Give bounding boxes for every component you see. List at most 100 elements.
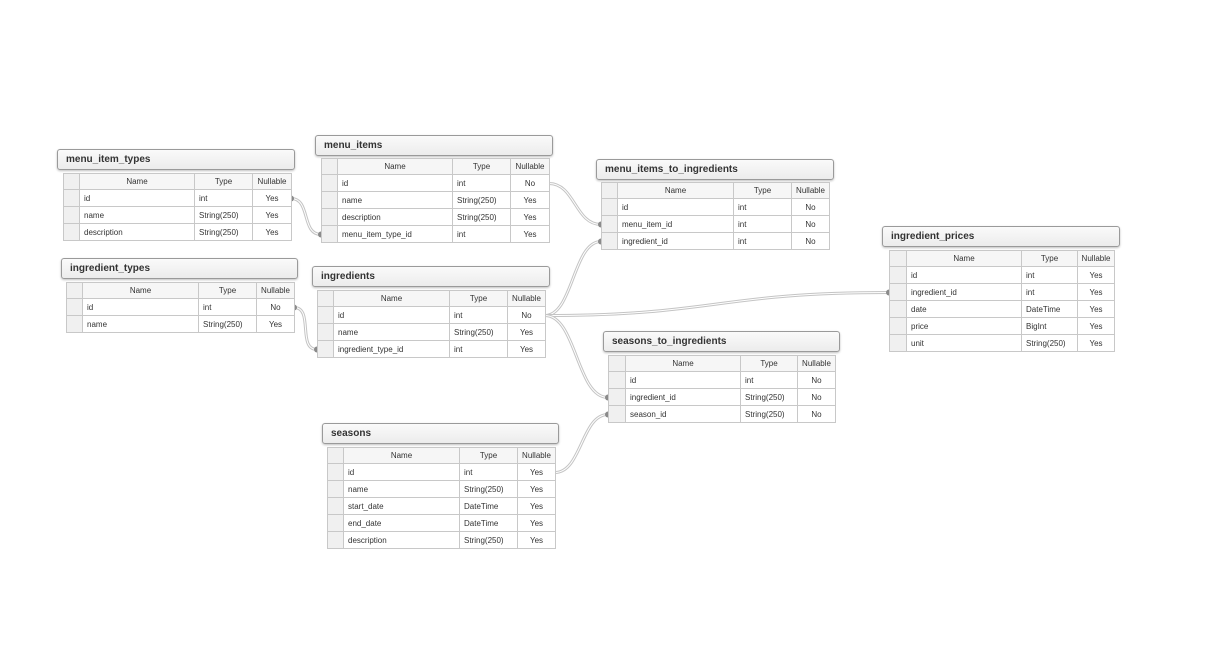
relationship-line[interactable] xyxy=(548,182,602,226)
row-selector[interactable] xyxy=(321,208,338,226)
column-type: int xyxy=(459,463,518,481)
column-type: DateTime xyxy=(459,497,518,515)
row-selector[interactable] xyxy=(601,198,618,216)
relationship-line[interactable] xyxy=(544,240,602,317)
relationship-line[interactable] xyxy=(544,291,890,317)
relationship-line[interactable] xyxy=(290,197,322,236)
row-selector[interactable] xyxy=(608,388,626,406)
row-selector[interactable] xyxy=(317,306,334,324)
row-selector[interactable] xyxy=(63,223,80,241)
row-selector-header[interactable] xyxy=(317,290,334,307)
column-type: int xyxy=(1021,266,1078,284)
row-selector-header[interactable] xyxy=(601,182,618,199)
row-selector[interactable] xyxy=(889,334,907,352)
row-selector[interactable] xyxy=(63,189,80,207)
column-nullable: Yes xyxy=(507,340,546,358)
row-selector[interactable] xyxy=(317,340,334,358)
entity-title[interactable]: menu_item_types xyxy=(57,149,295,170)
row-selector[interactable] xyxy=(66,298,83,316)
row-selector[interactable] xyxy=(327,514,344,532)
column-nullable: Yes xyxy=(252,223,292,241)
row-selector-header[interactable] xyxy=(327,447,344,464)
column-header-name: Name xyxy=(617,182,734,199)
row-selector[interactable] xyxy=(63,206,80,224)
row-selector[interactable] xyxy=(321,191,338,209)
row-selector-header[interactable] xyxy=(608,355,626,372)
relationship-line-core xyxy=(544,315,609,398)
row-selector[interactable] xyxy=(327,463,344,481)
column-header-type: Type xyxy=(459,447,518,464)
row-selector[interactable] xyxy=(889,317,907,335)
column-header-name: Name xyxy=(82,282,199,299)
row-selector[interactable] xyxy=(889,300,907,318)
column-name: price xyxy=(906,317,1022,335)
row-selector[interactable] xyxy=(601,215,618,233)
relationship-line[interactable] xyxy=(293,306,318,351)
relationship-line[interactable] xyxy=(544,314,609,399)
row-selector[interactable] xyxy=(66,315,83,333)
entity-title[interactable]: seasons xyxy=(322,423,559,444)
entity-title[interactable]: ingredient_prices xyxy=(882,226,1120,247)
column-nullable: No xyxy=(797,371,836,389)
column-nullable: No xyxy=(797,388,836,406)
entity-title[interactable]: ingredients xyxy=(312,266,550,287)
entity-title[interactable]: seasons_to_ingredients xyxy=(603,331,840,352)
row-selector[interactable] xyxy=(889,283,907,301)
row-selector[interactable] xyxy=(608,405,626,423)
row-selector[interactable] xyxy=(601,232,618,250)
row-selector[interactable] xyxy=(321,174,338,192)
relationship-line[interactable] xyxy=(554,413,609,474)
column-type: DateTime xyxy=(459,514,518,532)
column-nullable: Yes xyxy=(510,208,550,226)
row-selector[interactable] xyxy=(608,371,626,389)
row-selector[interactable] xyxy=(889,266,907,284)
row-selector[interactable] xyxy=(317,323,334,341)
row-selector[interactable] xyxy=(327,480,344,498)
column-name: menu_item_id xyxy=(617,215,734,233)
row-selector-header[interactable] xyxy=(889,250,907,267)
row-selector-header[interactable] xyxy=(66,282,83,299)
column-header-type: Type xyxy=(194,173,253,190)
row-selector-header[interactable] xyxy=(63,173,80,190)
row-selector[interactable] xyxy=(327,497,344,515)
entity-title[interactable]: menu_items xyxy=(315,135,553,156)
column-header-name: Name xyxy=(625,355,741,372)
entity-title[interactable]: menu_items_to_ingredients xyxy=(596,159,834,180)
row-selector[interactable] xyxy=(327,531,344,549)
row-selector-header[interactable] xyxy=(321,158,338,175)
column-name: name xyxy=(333,323,450,341)
row-selector[interactable] xyxy=(321,225,338,243)
entity-title[interactable]: ingredient_types xyxy=(61,258,298,279)
